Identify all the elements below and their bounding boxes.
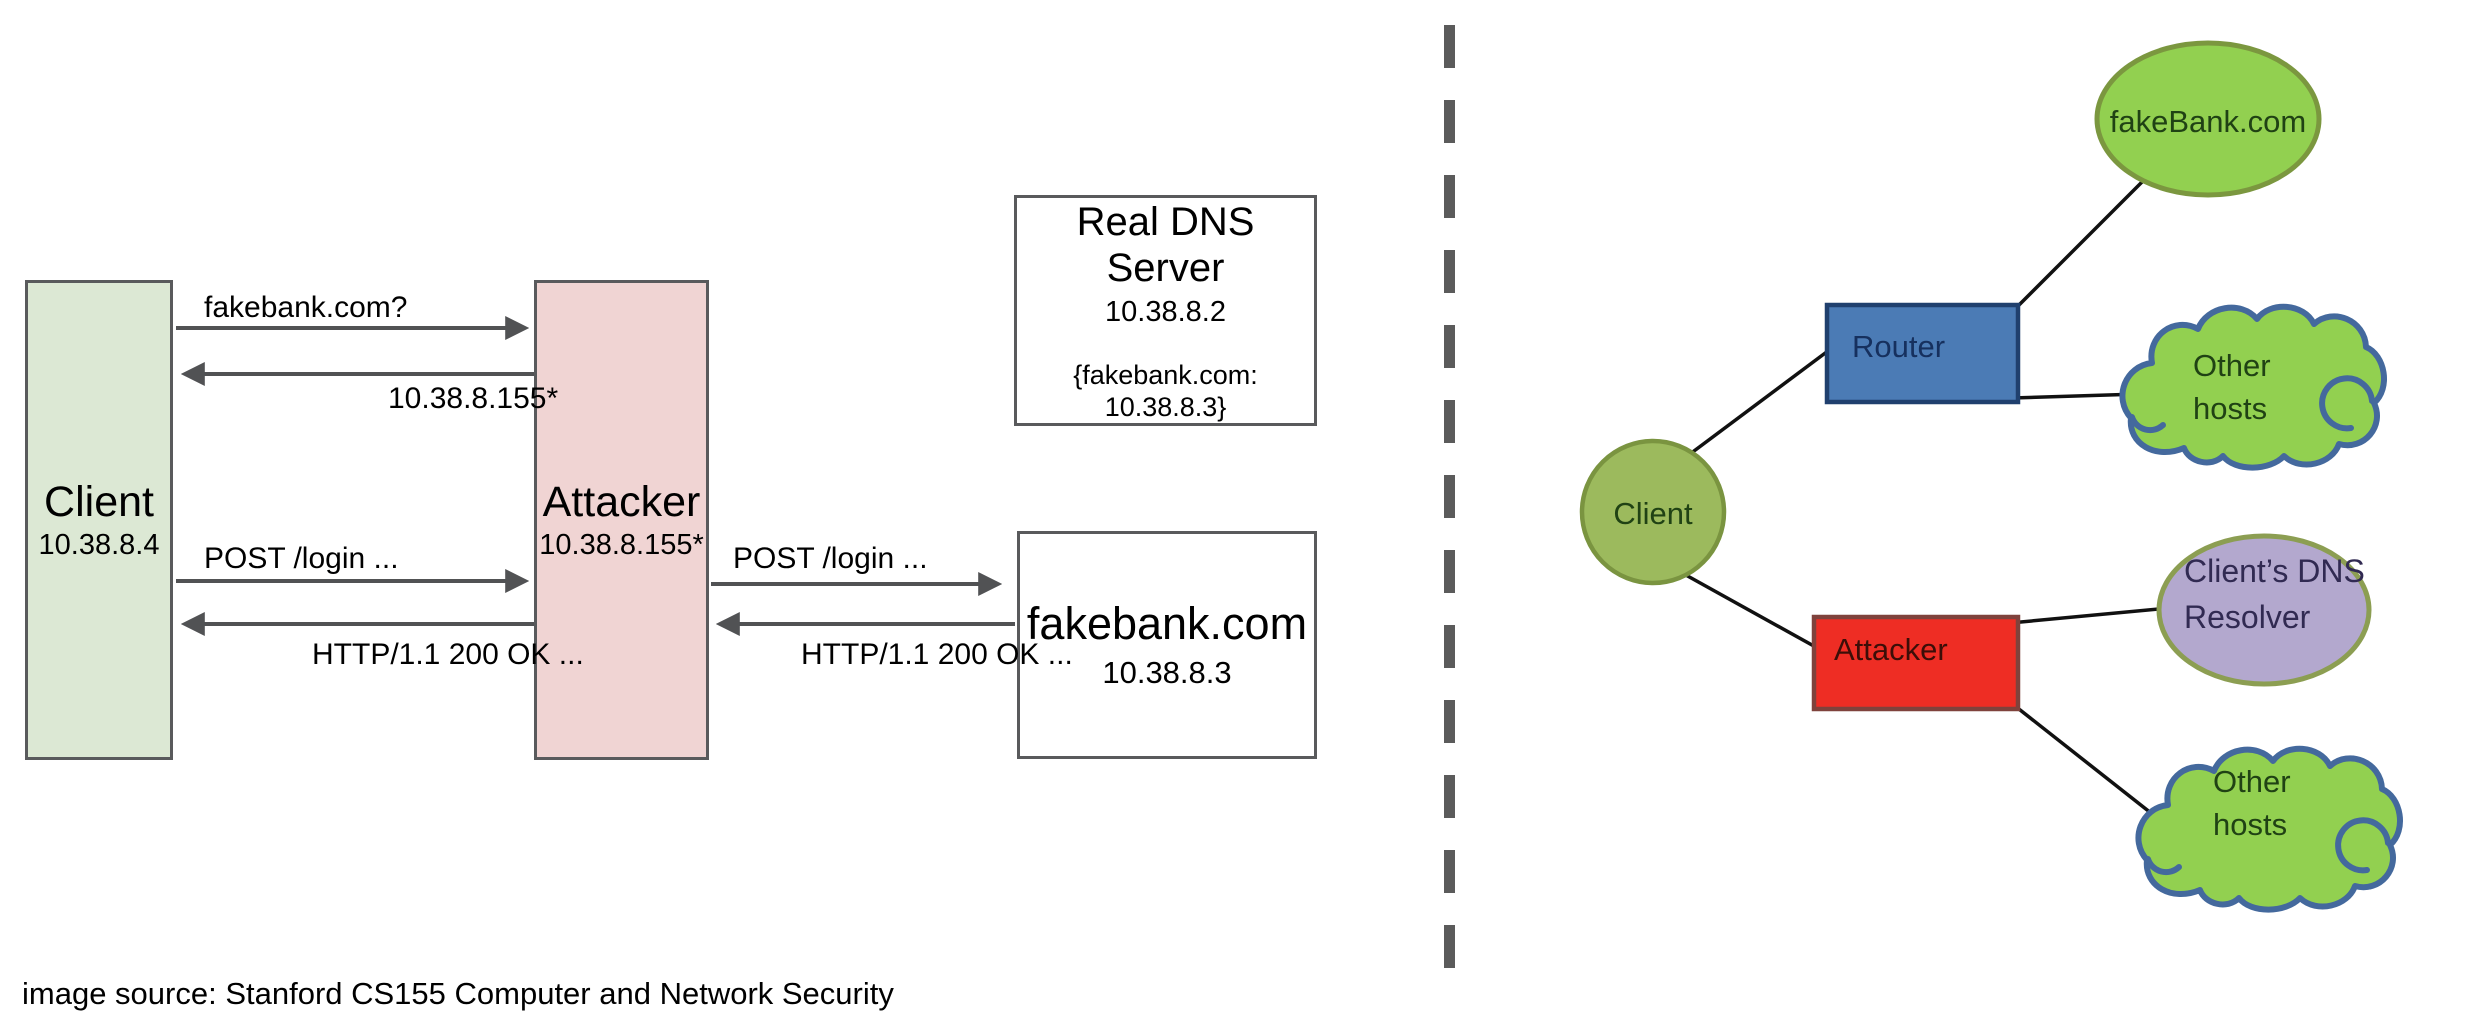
msg-dns-reply: 10.38.8.155* xyxy=(388,382,559,415)
client-ip: 10.38.8.4 xyxy=(38,529,160,561)
msg-post-attacker: POST /login ... xyxy=(733,542,928,575)
dns-server-title-line1: Real DNS xyxy=(1076,199,1255,244)
client-lifeline-box: Client 10.38.8.4 xyxy=(25,280,173,760)
fakebank-ip: 10.38.8.3 xyxy=(1102,655,1232,690)
other-hosts-cloud-top xyxy=(2119,303,2387,471)
fakebank-server-box: fakebank.com 10.38.8.3 xyxy=(1017,531,1317,759)
attacker-lifeline-box: Attacker 10.38.8.155* xyxy=(534,280,709,760)
wire-router-fakebank xyxy=(2010,170,2154,314)
other-hosts-cloud-bottom xyxy=(2135,745,2403,913)
fakebank-title: fakebank.com xyxy=(1026,598,1308,649)
panel-divider xyxy=(1444,25,1455,968)
dns-server-title: Real DNS Server xyxy=(1077,199,1255,291)
msg-ok-attacker: HTTP/1.1 200 OK ... xyxy=(801,638,1073,671)
other-hosts-bottom-line1: Other xyxy=(2213,764,2291,799)
client-circle xyxy=(1579,438,1727,586)
wire-attacker-resolver xyxy=(2009,605,2181,625)
attacker-node-label: Attacker xyxy=(1834,632,1948,667)
msg-post-client: POST /login ... xyxy=(204,542,399,575)
router-box xyxy=(1824,302,2021,405)
dns-resolver-ellipse xyxy=(2156,533,2372,687)
image-source-caption: image source: Stanford CS155 Computer an… xyxy=(22,976,894,1011)
dns-resolver-label-line2: Resolver xyxy=(2184,599,2311,635)
dns-server-ip: 10.38.8.2 xyxy=(1105,295,1226,328)
dns-server-title-line2: Server xyxy=(1106,245,1225,290)
real-dns-server-box: Real DNS Server 10.38.8.2 {fakebank.com:… xyxy=(1014,195,1317,426)
attacker-node-box xyxy=(1811,614,2021,712)
other-hosts-top-line1: Other xyxy=(2193,348,2271,383)
other-hosts-bottom-label: Other hosts xyxy=(2213,760,2291,846)
other-hosts-bottom-line2: hosts xyxy=(2213,807,2288,842)
attacker-name: Attacker xyxy=(542,478,701,526)
client-node-label: Client xyxy=(1613,496,1693,531)
msg-dns-query: fakebank.com? xyxy=(204,291,408,324)
wire-client-router xyxy=(1688,340,1842,456)
wire-client-attacker xyxy=(1683,572,1831,657)
router-label: Router xyxy=(1852,329,1946,364)
fakebank-ellipse xyxy=(2094,40,2322,198)
client-name: Client xyxy=(44,478,154,526)
dns-resolver-label-line1: Client’s DNS xyxy=(2184,553,2365,589)
other-hosts-top-label: Other hosts xyxy=(2193,344,2271,430)
msg-ok-client: HTTP/1.1 200 OK ... xyxy=(312,638,584,671)
fakebank-node-label: fakeBank.com xyxy=(2109,104,2307,139)
wire-attacker-otherhosts xyxy=(2008,700,2172,830)
attacker-ip: 10.38.8.155* xyxy=(539,529,704,561)
dns-record: {fakebank.com: 10.38.8.3} xyxy=(1073,359,1258,422)
dns-resolver-label: Client’s DNS Resolver xyxy=(2184,548,2365,640)
other-hosts-top-line2: hosts xyxy=(2193,391,2268,426)
